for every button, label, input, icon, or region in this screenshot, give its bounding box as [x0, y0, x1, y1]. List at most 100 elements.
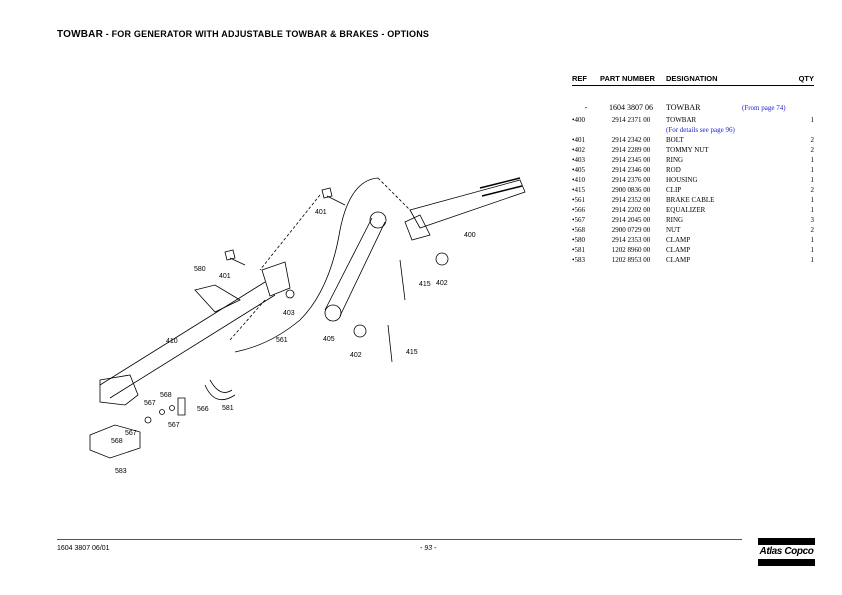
parts-table-row: •410 2914 2376 00 HOUSING 1 [572, 175, 814, 185]
parts-table-row: •401 2914 2342 00 BOLT 2 [572, 135, 814, 145]
page-title: TOWBAR - FOR GENERATOR WITH ADJUSTABLE T… [57, 29, 430, 40]
details-page-link[interactable]: (For details see page 96) [666, 126, 735, 134]
cell-part-number: 2914 2342 00 [611, 136, 651, 144]
cell-ref: •566 [572, 206, 585, 214]
callout-label: 400 [464, 232, 476, 239]
cell-designation: ROD [666, 166, 681, 174]
callout-label: 581 [222, 405, 234, 412]
cell-ref: •400 [572, 116, 585, 124]
cell-designation: NUT [666, 226, 681, 234]
callout-label: 566 [197, 406, 209, 413]
callout-label: 583 [115, 468, 127, 475]
cell-qty [790, 125, 814, 135]
page-reference-link[interactable]: (From page 74) [742, 104, 786, 112]
cell-qty: 3 [810, 216, 815, 224]
callout-label: 410 [166, 338, 178, 345]
cell-qty: 1 [810, 256, 815, 264]
parts-table: REF PART NUMBER DESIGNATION QTY - 1604 3… [572, 74, 814, 265]
cell-qty: 1 [810, 196, 815, 204]
callout-label: 401 [219, 273, 231, 280]
cell-qty: 2 [810, 136, 815, 144]
cell-designation: CLIP [666, 186, 682, 194]
brake-cable-drawing [229, 177, 411, 353]
parts-table-row: •568 2900 0729 00 NUT 2 [572, 225, 814, 235]
cell-designation: CLAMP [666, 236, 691, 244]
parts-table-row: •561 2914 2352 00 BRAKE CABLE 1 [572, 195, 814, 205]
callout-label: 561 [276, 337, 288, 344]
parts-table-row: •403 2914 2345 00 RING 1 [572, 155, 814, 165]
callout-label: 415 [406, 349, 418, 356]
cell-part-number: 1202 8960 00 [611, 246, 651, 254]
cell-designation: BRAKE CABLE [666, 196, 715, 204]
callout-label: 415 [419, 281, 431, 288]
document-number: 1604 3807 06/01 [57, 545, 110, 552]
callout-label: 402 [350, 352, 362, 359]
cell-qty: 2 [810, 186, 815, 194]
cell-ref: •401 [572, 136, 585, 144]
cell-part-number: 2914 2346 00 [611, 166, 651, 174]
cell-qty: 1 [810, 156, 815, 164]
cell-ref: •581 [572, 246, 585, 254]
cell-designation: HOUSING [666, 176, 698, 184]
cell-designation: RING [666, 216, 684, 224]
cell-part-number: 2914 2202 00 [611, 206, 651, 214]
cell-qty: 1 [810, 116, 815, 124]
cell-qty: 1 [810, 246, 815, 254]
cell-part-number: 2914 2352 00 [611, 196, 651, 204]
cell-designation: TOWBAR [666, 116, 697, 124]
cell-ref: •583 [572, 256, 585, 264]
page-number: - 93 - [420, 545, 437, 552]
parts-table-row: •583 1202 8953 00 CLAMP 1 [572, 255, 814, 265]
callout-label: 568 [160, 392, 172, 399]
cell-ref: •403 [572, 156, 585, 164]
cell-qty: 1 [810, 236, 815, 244]
cell-part-number: 1202 8953 00 [611, 256, 651, 264]
cell-designation: CLAMP [666, 246, 691, 254]
callout-label: 567 [125, 430, 137, 437]
rod-drawing [324, 211, 449, 338]
atlas-copco-logo: Atlas Copco [758, 538, 815, 566]
cell-part-number: 2914 2345 00 [611, 156, 651, 164]
cell-ref: •405 [572, 166, 585, 174]
callout-label: 568 [111, 438, 123, 445]
assembly-row: - 1604 3807 06 TOWBAR (From page 74) [572, 103, 814, 115]
callout-label: 403 [283, 310, 295, 317]
cell-qty: 1 [810, 176, 815, 184]
cell-qty: 1 [810, 206, 815, 214]
cell-ref: •561 [572, 196, 585, 204]
callout-label: 405 [323, 336, 335, 343]
parts-table-row: •581 1202 8960 00 CLAMP 1 [572, 245, 814, 255]
cell-part-number: 2900 0729 00 [611, 226, 651, 234]
cell-part-number: 2914 2289 00 [611, 146, 651, 154]
parts-table-header: REF PART NUMBER DESIGNATION QTY [572, 74, 814, 86]
towbar-head-drawing [404, 177, 526, 241]
parts-table-row: (For details see page 96) [572, 125, 814, 135]
callout-label: 402 [436, 280, 448, 287]
cell-ref: •410 [572, 176, 585, 184]
cell-ref: •580 [572, 236, 585, 244]
parts-table-row: •566 2914 2202 00 EQUALIZER 1 [572, 205, 814, 215]
cell-part-number [600, 125, 662, 135]
cell-designation: CLAMP [666, 256, 691, 264]
callout-label: 567 [168, 422, 180, 429]
cell-ref: •402 [572, 146, 585, 154]
cell-designation: BOLT [666, 136, 684, 144]
cell-ref: •568 [572, 226, 585, 234]
cell-designation: RING [666, 156, 684, 164]
cell-designation: TOMMY NUT [666, 146, 709, 154]
cell-qty: 2 [810, 226, 815, 234]
cell-designation: EQUALIZER [666, 206, 706, 214]
cell-part-number: 2914 2045 00 [611, 216, 651, 224]
cell-part-number: 2914 2376 00 [611, 176, 651, 184]
small-parts-drawing [144, 187, 406, 424]
cell-ref [572, 125, 600, 135]
towbar-housing-drawing [89, 261, 291, 459]
